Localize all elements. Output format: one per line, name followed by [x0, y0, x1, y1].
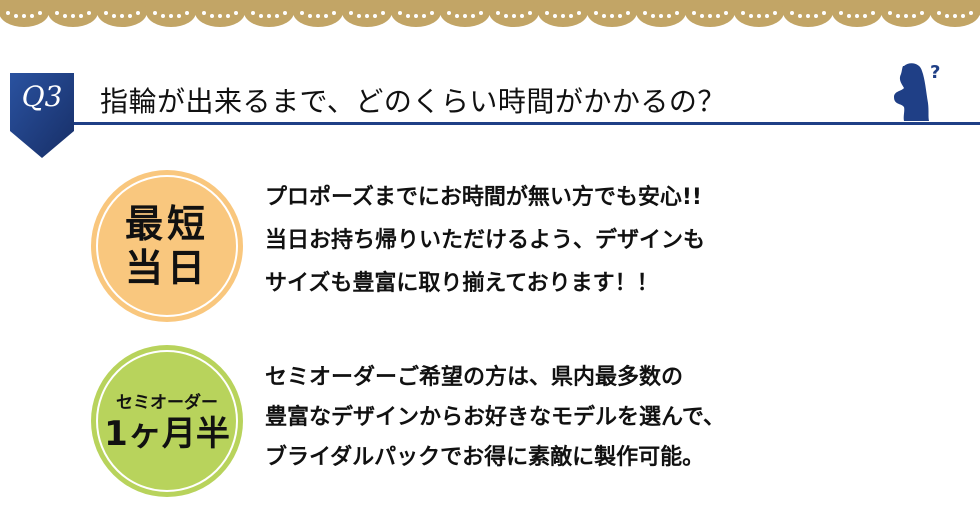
badge-line: 最短 — [124, 202, 209, 246]
text-line: 当日お持ち帰りいただけるよう、デザインも — [265, 228, 706, 253]
svg-text:?: ? — [930, 62, 940, 83]
text-line: セミオーダーご希望の方は、県内最多数の — [265, 365, 684, 390]
text-line: サイズも豊富に取り揃えております！！ — [265, 271, 659, 296]
text-line: プロポーズまでにお時間が無い方でも安心!! — [265, 185, 702, 210]
badge-same-day: 最短 当日 — [91, 170, 243, 322]
badge-line: 1ヶ月半 — [104, 413, 230, 454]
text-line: 豊富なデザインからお好きなモデルを選んで、 — [265, 405, 726, 430]
thinker-question-icon: ? — [894, 62, 940, 121]
title-underline — [74, 122, 980, 125]
question-title: 指輪が出来るまで、どのくらい時間がかかるの？ — [100, 85, 726, 118]
same-day-description: プロポーズまでにお時間が無い方でも安心!! 当日お持ち帰りいただけるよう、デザイ… — [265, 176, 705, 305]
semi-order-description: セミオーダーご希望の方は、県内最多数の 豊富なデザインからお好きなモデルを選んで… — [265, 358, 725, 478]
question-number: Q3 — [21, 80, 63, 113]
lace-border — [0, 0, 980, 27]
badge-semi-order: セミオーダー 1ヶ月半 — [91, 345, 243, 497]
text-line: ブライダルパックでお得に素敵に製作可能。 — [265, 445, 705, 470]
q-badge-icon — [10, 73, 74, 158]
badge-line: 当日 — [124, 246, 209, 290]
badge-line: セミオーダー — [116, 392, 218, 413]
